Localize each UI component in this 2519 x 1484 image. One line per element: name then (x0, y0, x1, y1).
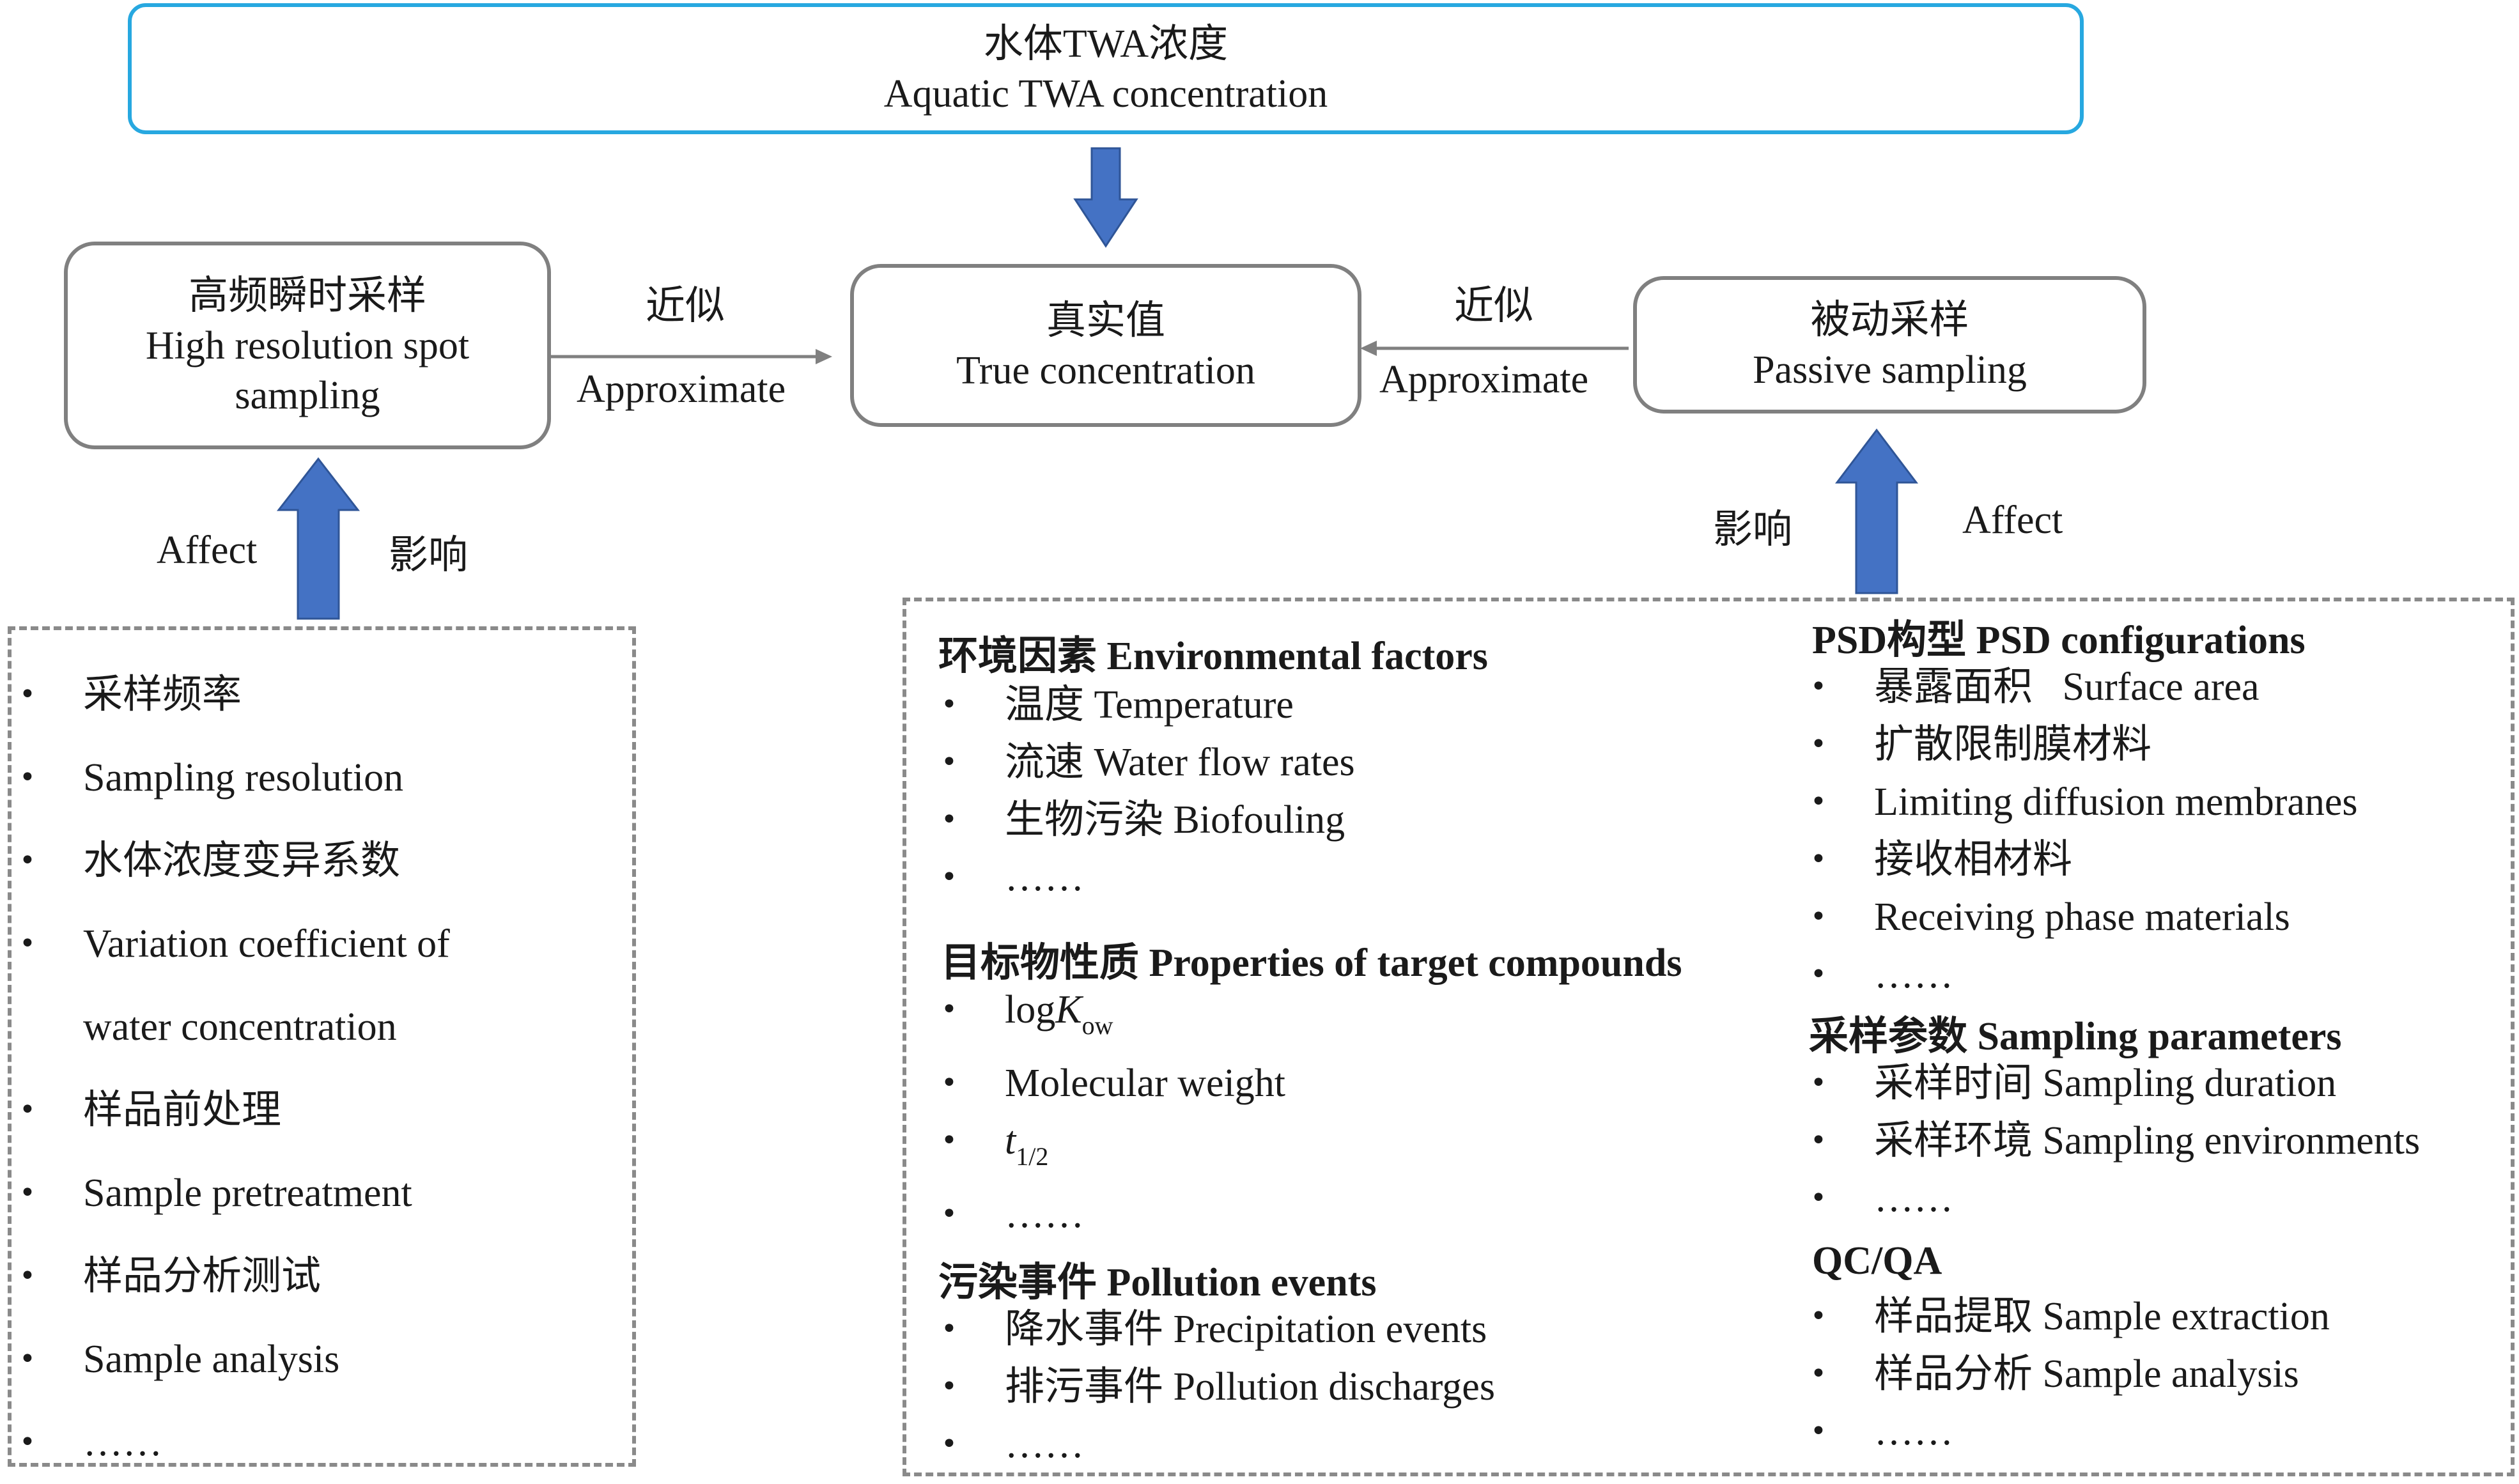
list-item: …… (941, 849, 1355, 906)
list-item: 采样频率 (19, 653, 450, 736)
list-item: Variation coefficient of (19, 902, 450, 985)
list-item: 采样时间 Sampling duration (1810, 1055, 2420, 1112)
list-item: 样品前处理 (19, 1069, 450, 1152)
top-en: Aquatic TWA concentration (883, 72, 1328, 116)
up-arrow-left (276, 457, 360, 620)
passive-factors-box (903, 598, 2515, 1476)
list-item: 样品提取 Sample extraction (1810, 1288, 2330, 1345)
list-item: 生物污染 Biofouling (941, 791, 1355, 849)
list-item: water concentration (83, 1005, 397, 1049)
list-item: 样品分析测试 (19, 1235, 450, 1318)
env-list: 温度 Temperature 流速 Water flow rates 生物污染 … (941, 676, 1355, 906)
list-item: …… (1810, 946, 2358, 1003)
env-heading: 环境因素 Environmental factors (938, 635, 1488, 678)
half-life-item: t1/2 (941, 1112, 1285, 1186)
list-item: 水体浓度变异系数 (19, 819, 450, 902)
psd-heading: PSD构型 PSD configurations (1812, 619, 2306, 662)
affect-right-zh: 影响 (1713, 508, 1793, 552)
list-item: 暴露面积 Surface area (1810, 658, 2358, 716)
connector-left-head (816, 349, 832, 364)
right-box-en: Passive sampling (1753, 348, 2027, 392)
approx-left-zh: 近似 (646, 284, 725, 328)
list-item: …… (1810, 1403, 2330, 1460)
list-item: …… (941, 1416, 1495, 1473)
left-box-en1: High resolution spot (145, 323, 470, 367)
props-list: logKow Molecular weight t1/2 …… (941, 981, 1285, 1243)
approx-left-en: Approximate (577, 367, 786, 411)
right-box-zh: 被动采样 (1810, 298, 1969, 342)
list-item: 温度 Temperature (941, 676, 1355, 734)
list-item: Sample pretreatment (19, 1152, 450, 1235)
list-item: Limiting diffusion membranes (1810, 773, 2358, 831)
list-item: 流速 Water flow rates (941, 734, 1355, 791)
spot-factors-list: 采样频率 Sampling resolution 水体浓度变异系数 Variat… (19, 653, 450, 1484)
center-zh: 真实值 (1046, 298, 1165, 343)
passive-sampling-box: 被动采样 Passive sampling (1633, 276, 2146, 414)
half-life-sub: 1/2 (1016, 1142, 1049, 1171)
logkow-sub: ow (1081, 1011, 1113, 1040)
list-item: …… (19, 1401, 450, 1484)
list-item: …… (941, 1186, 1285, 1243)
list-item: Molecular weight (941, 1055, 1285, 1112)
spot-sampling-box: 高频瞬时采样 High resolution spot sampling (64, 242, 551, 449)
list-item: 采样环境 Sampling environments (1810, 1112, 2420, 1170)
sampling-params-list: 采样时间 Sampling duration 采样环境 Sampling env… (1810, 1055, 2420, 1227)
affect-left-en: Affect (157, 529, 258, 572)
up-arrow-right (1834, 428, 1919, 594)
logkow-k: K (1055, 988, 1082, 1032)
pollution-heading: 污染事件 Pollution events (938, 1261, 1377, 1304)
left-box-zh: 高频瞬时采样 (188, 274, 426, 318)
list-item: 降水事件 Precipitation events (941, 1301, 1495, 1358)
list-item: 样品分析 Sample analysis (1810, 1345, 2330, 1403)
affect-left-zh: 影响 (389, 534, 469, 577)
qcqa-list: 样品提取 Sample extraction 样品分析 Sample analy… (1810, 1288, 2330, 1460)
half-life-t: t (1005, 1119, 1016, 1163)
approx-right-zh: 近似 (1454, 284, 1534, 328)
list-item: Sampling resolution (19, 736, 450, 819)
qcqa-heading: QC/QA (1812, 1239, 1942, 1283)
list-item: Receiving phase materials (1810, 888, 2358, 946)
logkow-log: log (1005, 988, 1056, 1032)
list-item: …… (1810, 1170, 2420, 1227)
left-box-en2: sampling (235, 373, 380, 417)
true-concentration-box: 真实值 True concentration (850, 264, 1361, 427)
affect-right-en: Affect (1962, 499, 2063, 542)
down-arrow-top (1073, 147, 1138, 248)
list-item: 扩散限制膜材料 (1810, 716, 2358, 773)
logkow-item: logKow (941, 981, 1285, 1055)
connector-right-head (1360, 341, 1377, 356)
center-en: True concentration (956, 348, 1255, 392)
top-concept-box: 水体TWA浓度 Aquatic TWA concentration (128, 3, 2084, 134)
sampling-params-heading: 采样参数 Sampling parameters (1809, 1015, 2342, 1058)
list-item: Sample analysis (19, 1318, 450, 1401)
props-heading: 目标物性质 Properties of target compounds (941, 941, 1682, 985)
top-zh: 水体TWA浓度 (983, 22, 1228, 66)
list-item: 排污事件 Pollution discharges (941, 1358, 1495, 1416)
approx-right-en: Approximate (1379, 358, 1589, 401)
pollution-list: 降水事件 Precipitation events 排污事件 Pollution… (941, 1301, 1495, 1473)
list-item: 接收相材料 (1810, 831, 2358, 888)
psd-list: 暴露面积 Surface area 扩散限制膜材料 Limiting diffu… (1810, 658, 2358, 1003)
